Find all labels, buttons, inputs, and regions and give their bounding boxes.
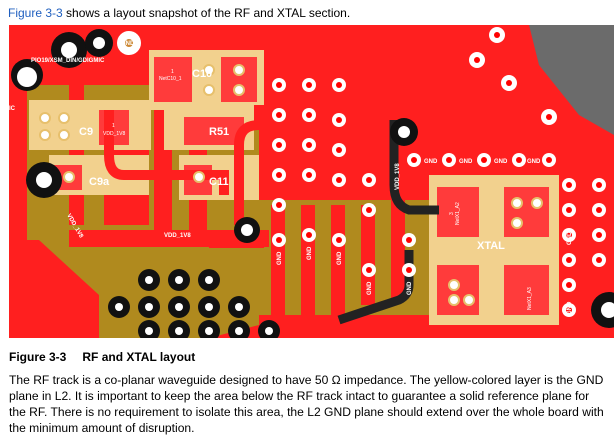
crystal-trace-2 (337, 250, 414, 325)
label-r51: R51 (209, 126, 229, 138)
label-c10: C10 (192, 68, 212, 80)
gnd-label: GND (494, 159, 508, 165)
gnd-label: GND (567, 301, 573, 315)
figure-title: RF and XTAL layout (82, 350, 196, 364)
crystal-trace (389, 120, 439, 215)
gnd-label: GND (367, 281, 373, 295)
pad-label-netc10: NetC10_1 (159, 76, 182, 82)
figure-number: Figure 3-3 (9, 350, 67, 364)
rf-track (104, 110, 229, 195)
intro-text: shows a layout snapshot of the RF and XT… (62, 6, 351, 20)
net-label-pio19: PIO19/XSM_DIN/GDIGMIC (31, 58, 105, 64)
gnd-label: GND (19, 75, 33, 81)
label-c9a: C9a (89, 176, 110, 188)
gnd-label: GND (424, 159, 438, 165)
gnd-label: GND (337, 251, 343, 265)
pad-vias (39, 64, 543, 306)
pad-label-vdd: VDD_1V8 (103, 131, 125, 137)
label-c9: C9 (79, 126, 93, 138)
gnd-label: GND (121, 41, 135, 47)
gnd-label: GND (277, 251, 283, 265)
net-label-ic: IC (9, 106, 16, 112)
body-paragraph: The RF track is a co-planar waveguide de… (9, 373, 604, 435)
pcb-layout-figure: C10 C9 R51 C9a C11 XTAL PIO19/XSM_DIN/GD… (9, 25, 614, 338)
pad-num-netc10: 1 (171, 69, 174, 75)
pad-num-vdd: 1 (112, 123, 115, 129)
board-edge-region (529, 25, 614, 135)
net-label-vdd-horizontal: VDD_1V8 (164, 233, 191, 239)
pad-label-netx1-a2: NetX1_A2 (455, 202, 461, 225)
via-array (272, 78, 606, 317)
pad-label-netx1-a3: NetX1_A3 (527, 287, 533, 310)
bottom-via-grid (108, 269, 280, 338)
vdd-trace (234, 105, 264, 225)
gnd-label: GND (407, 281, 413, 295)
label-xtal: XTAL (477, 240, 505, 252)
net-label-vdd-vertical: VDD_1V8 (395, 163, 401, 190)
figure-caption: Figure 3-3 RF and XTAL layout (9, 350, 195, 364)
gnd-label: GND (459, 159, 473, 165)
gnd-label: GND (567, 231, 573, 245)
label-c11: C11 (209, 176, 229, 188)
gnd-labels: GND GND GND GND GND GND GND GND GND GND … (19, 41, 573, 315)
stitching-vias (17, 27, 557, 125)
intro-sentence: Figure 3-3 shows a layout snapshot of th… (8, 6, 350, 21)
gnd-label: GND (527, 159, 541, 165)
pad-num-netx1-a2: 3 (449, 212, 455, 215)
body-text: The RF track is a co-planar waveguide de… (9, 372, 609, 436)
smd-pads (54, 57, 549, 315)
figure-reference-link[interactable]: Figure 3-3 (8, 6, 63, 20)
gnd-label: GND (307, 246, 313, 260)
